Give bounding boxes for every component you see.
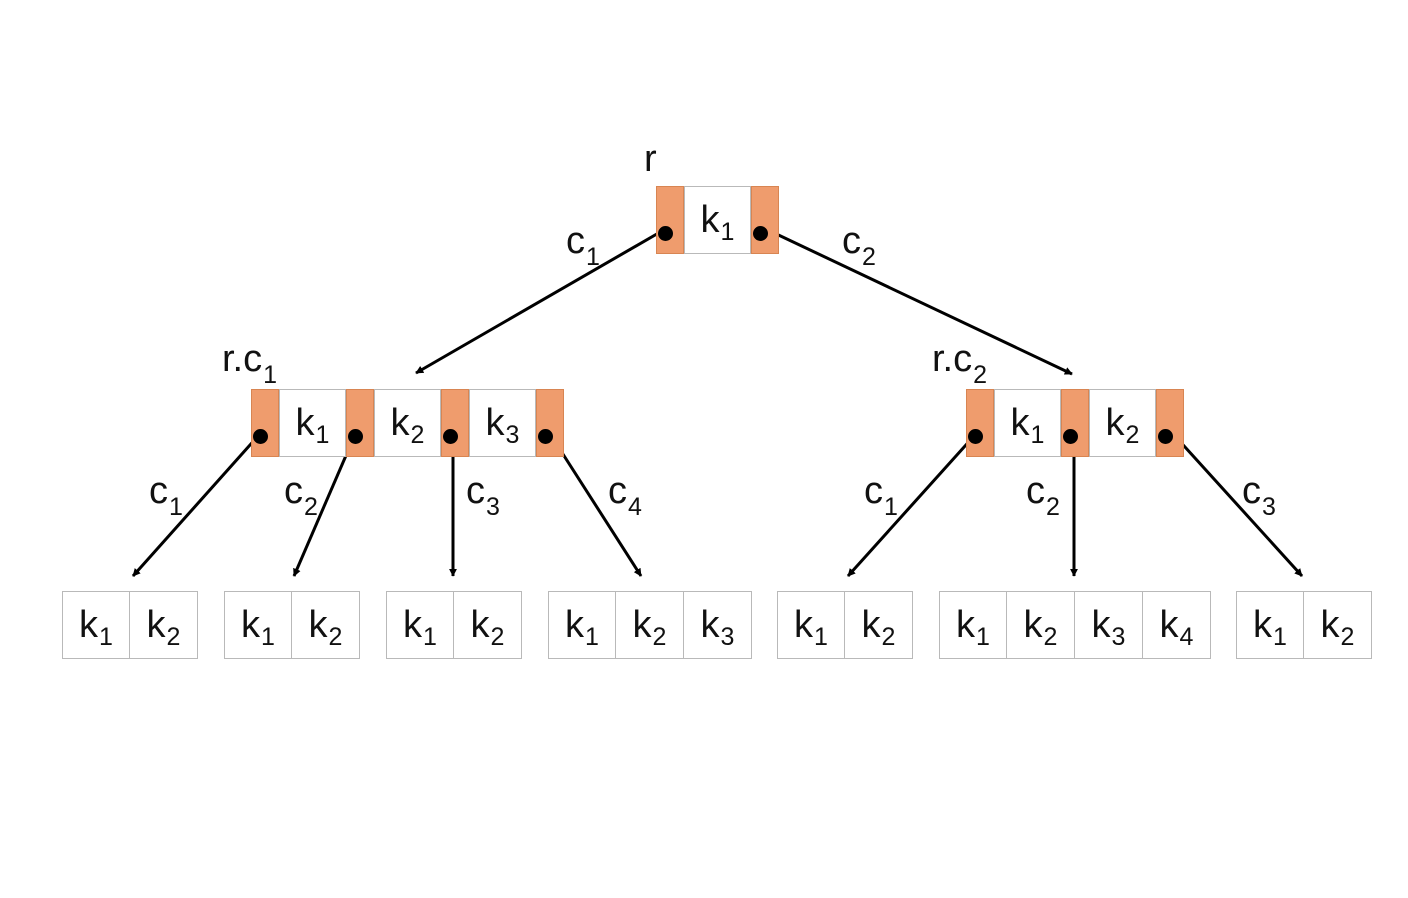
root-pointer-0 (656, 186, 684, 254)
pointer-dot (1158, 429, 1173, 444)
left-edge-label-4: c4 (608, 470, 642, 521)
root-pointer-1 (751, 186, 779, 254)
right-pointer-0 (966, 389, 994, 457)
left-pointer-0 (251, 389, 279, 457)
pointer-dot (658, 226, 673, 241)
left-pointer-1 (346, 389, 374, 457)
right-node-name-label: r.c2 (932, 338, 988, 389)
right-edge-3-arrow (1173, 434, 1304, 578)
pointer-dot (1063, 429, 1078, 444)
root-edge-2-arrow (769, 229, 1073, 376)
right-edge-1-arrow (846, 434, 976, 578)
root-name-label: r (644, 138, 657, 180)
pointer-dot (538, 429, 553, 444)
left-edge-4-arrow (550, 436, 643, 577)
pointer-dot (443, 429, 458, 444)
pointer-dot (753, 226, 768, 241)
left-pointer-2 (441, 389, 469, 457)
left-edge-label-2: c2 (284, 470, 318, 521)
root-edge-label-1: c1 (566, 220, 600, 271)
left-edge-1-arrow (131, 435, 260, 577)
root-edge-label-2: c2 (842, 220, 876, 271)
right-pointer-1 (1061, 389, 1089, 457)
left-edge-2-arrow (292, 436, 356, 577)
left-edge-label-3: c3 (466, 470, 500, 521)
right-pointer-2 (1156, 389, 1184, 457)
right-edge-label-3: c3 (1242, 470, 1276, 521)
right-edge-label-2: c2 (1026, 470, 1060, 521)
left-pointer-3 (536, 389, 564, 457)
left-edge-label-1: c1 (149, 470, 183, 521)
right-edge-label-1: c1 (864, 470, 898, 521)
left-node-name-label: r.c1 (222, 338, 278, 389)
pointer-dot (348, 429, 363, 444)
pointer-dot (968, 429, 983, 444)
root-edge-1-arrow (415, 229, 663, 375)
pointer-dot (253, 429, 268, 444)
